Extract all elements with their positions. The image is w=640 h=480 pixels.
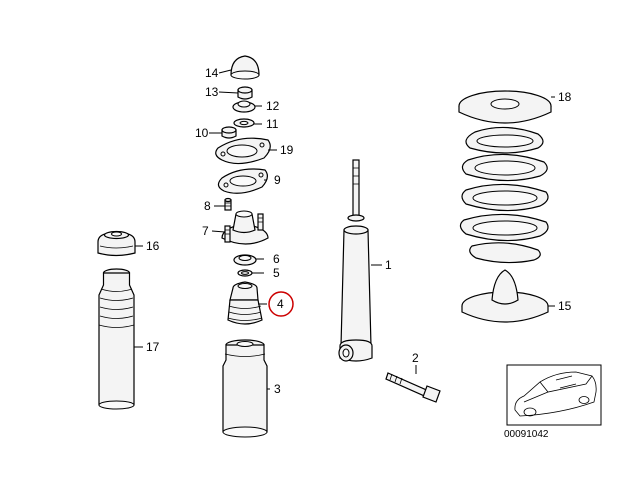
callout-17: 17 [146, 340, 160, 354]
callout-19: 19 [280, 143, 294, 157]
part-19-gasket[interactable] [215, 137, 271, 165]
callout-4-highlighted[interactable]: 4 [268, 291, 294, 317]
callout-5: 5 [273, 266, 280, 280]
part-2-bolt[interactable] [385, 372, 441, 403]
part-12-washer[interactable] [232, 100, 256, 113]
callout-15: 15 [558, 299, 572, 313]
part-16-bump-stop[interactable] [97, 230, 136, 257]
callout-12: 12 [266, 99, 280, 113]
coil-spring [459, 126, 549, 264]
part-9-mount-plate[interactable] [217, 168, 268, 194]
callout-1: 1 [385, 258, 392, 272]
part-15-bump-stop[interactable] [461, 269, 549, 323]
catalog-id: 00091042 [504, 429, 549, 440]
callout-13: 13 [205, 85, 219, 99]
callout-16: 16 [146, 239, 160, 253]
part-1-shock-absorber[interactable] [338, 159, 373, 362]
callout-14: 14 [205, 66, 219, 80]
part-17-dust-boot[interactable] [98, 268, 135, 410]
callout-3: 3 [274, 382, 281, 396]
callout-18: 18 [558, 90, 572, 104]
part-13-nut[interactable] [237, 86, 253, 100]
callout-9: 9 [274, 173, 281, 187]
callout-6: 6 [273, 252, 280, 266]
car-icon [514, 371, 597, 417]
part-4-bump-stop[interactable] [227, 281, 263, 325]
part-6-washer[interactable] [233, 254, 257, 266]
part-5-ring[interactable] [237, 269, 253, 277]
part-10-nut[interactable] [221, 126, 237, 139]
callout-2: 2 [412, 351, 419, 365]
callout-8: 8 [204, 199, 211, 213]
callout-4: 4 [277, 297, 284, 311]
leader-lines [134, 69, 555, 390]
part-3-dust-boot[interactable] [222, 339, 268, 438]
part-8-bolt[interactable] [224, 197, 232, 211]
part-11-washer[interactable] [233, 118, 255, 128]
car-location-thumbnail [506, 364, 602, 426]
callout-11: 11 [266, 117, 279, 131]
part-18-spring-pad[interactable] [458, 90, 552, 124]
part-7-top-mount[interactable] [221, 210, 269, 245]
callout-10: 10 [195, 126, 209, 140]
callout-7: 7 [202, 224, 209, 238]
part-14-cap[interactable] [230, 55, 260, 80]
